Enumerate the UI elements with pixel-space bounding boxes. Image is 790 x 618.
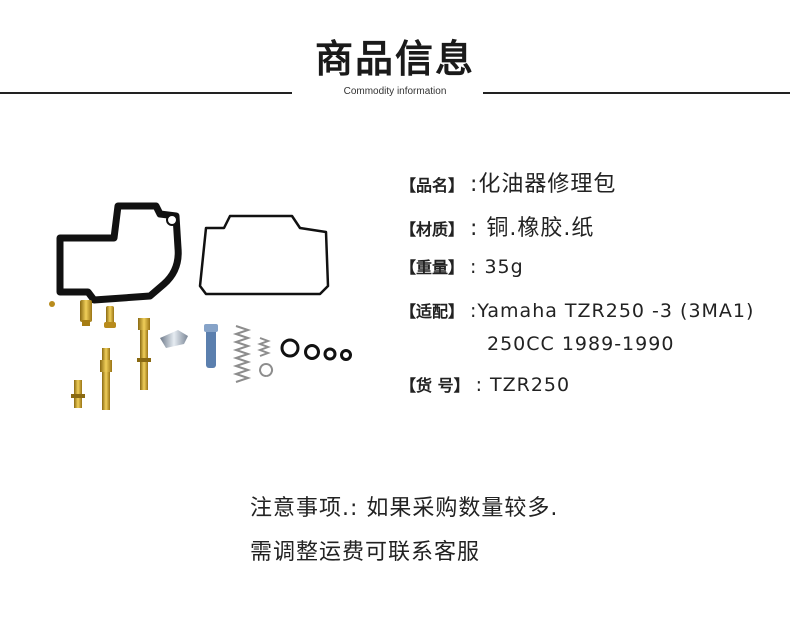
float-needle-valve [160,330,188,348]
note-line-1: 注意事项.: 如果采购数量较多. [250,496,559,521]
o-ring-3 [323,347,337,361]
divider-left [0,92,292,94]
needle-jet [137,318,151,390]
main-jet [80,300,92,326]
divider-right [483,92,790,94]
spec-fitment-continuation: 250CC 1989-1990 [487,333,675,355]
spec-label: 【适配】 [400,302,465,321]
spec-value: : 铜.橡胶.纸 [470,216,595,241]
o-ring-1 [280,338,300,358]
spec-value: :Yamaha TZR250 -3 (3MA1) [470,300,755,322]
spec-row-name: 【品名】 :化油器修理包 [400,166,616,198]
spec-row-fitment: 【适配】 :Yamaha TZR250 -3 (3MA1) [400,298,754,322]
o-ring-4 [340,349,352,361]
spec-value: : 35g [470,256,524,278]
spec-label: 【材质】 [400,220,465,239]
e-clip [259,363,274,377]
pilot-jet [104,306,116,328]
spec-value: :化油器修理包 [470,172,617,197]
carburetor-kit-image [49,202,352,416]
bowl-seal-ring [198,214,330,296]
spec-label: 【货 号】 [400,376,470,395]
spec-label: 【品名】 [400,176,465,195]
float-bowl-gasket [56,202,182,304]
o-ring-2 [304,344,320,360]
page-title: 商品信息 [314,37,475,81]
jet-holder [100,348,112,410]
note-line-2: 需调整运费可联系客服 [250,540,481,565]
page-subtitle: Commodity information [343,86,447,97]
spring-small [257,337,271,357]
small-jet [71,380,85,408]
jet-needle [49,301,55,416]
spec-label: 【重量】 [400,258,465,277]
spec-row-weight: 【重量】 : 35g [400,254,524,278]
spring-large [232,325,252,383]
spec-row-item-number: 【货 号】 : TZR250 [400,372,570,396]
mixture-screw [204,324,218,368]
spec-row-material: 【材质】 : 铜.橡胶.纸 [400,210,594,242]
spec-value: : TZR250 [475,374,571,396]
